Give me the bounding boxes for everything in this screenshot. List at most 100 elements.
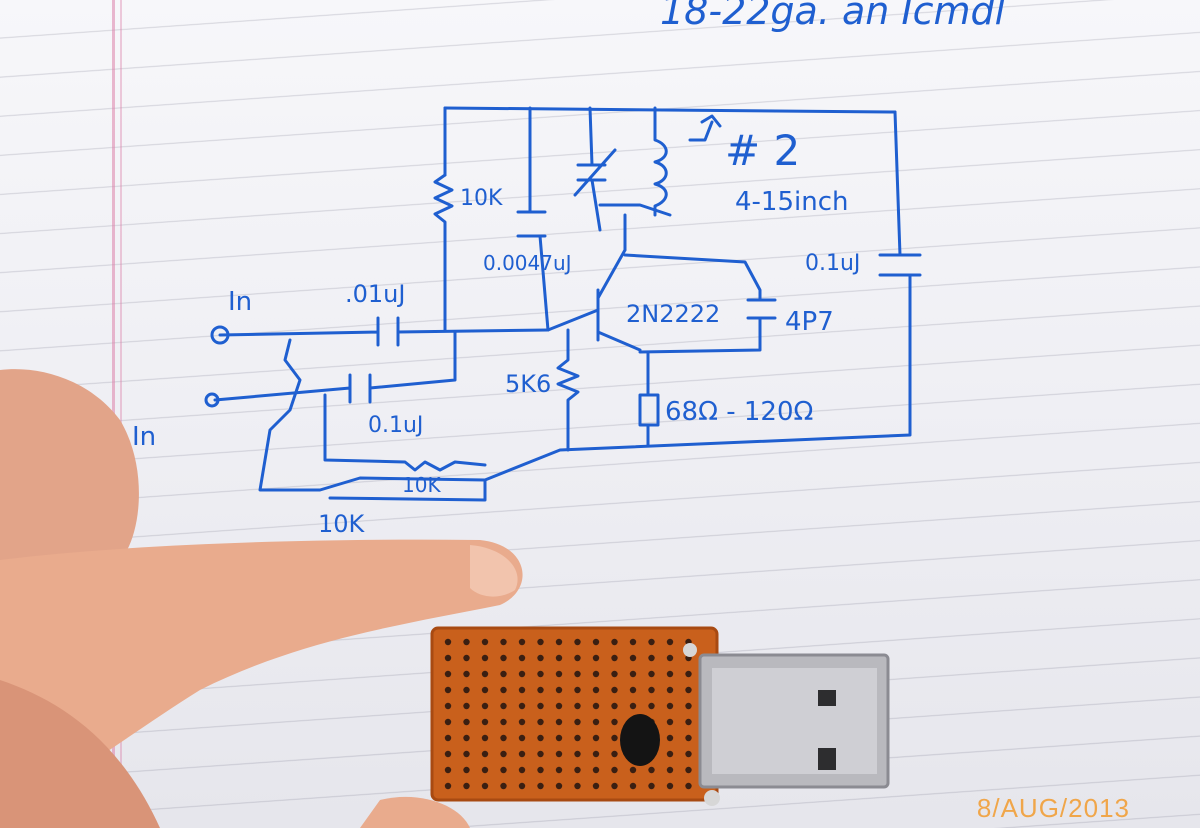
pcb-hole (444, 718, 452, 726)
coil-size-label: 4-15inch (735, 187, 848, 217)
res-mix-inner-label: 10K (402, 473, 441, 497)
pcb-hole (574, 686, 581, 694)
pcb-hole (444, 654, 452, 662)
pcb-hole (500, 782, 507, 790)
pcb-hole (592, 654, 600, 662)
pcb-hole (666, 686, 674, 694)
pcb-hole (592, 750, 600, 758)
pcb-hole (463, 638, 470, 646)
pcb-hole (574, 750, 581, 758)
pcb-hole (537, 638, 544, 646)
pcb-hole (518, 734, 526, 742)
pcb-hole (648, 670, 655, 678)
pcb-hole (592, 718, 600, 726)
pcb-hole (500, 670, 507, 678)
pcb-hole (555, 702, 563, 710)
input-bottom-label: In (132, 422, 156, 452)
pcb-hole (500, 766, 507, 774)
pcb-hole (611, 750, 618, 758)
pcb-hole (685, 782, 692, 790)
pcb-hole (574, 766, 581, 774)
pcb-hole (518, 702, 526, 710)
date-stamp: 8/AUG/2013 (976, 793, 1130, 823)
pcb-hole (481, 686, 489, 694)
pcb-hole (463, 670, 470, 678)
usb-connector (698, 653, 890, 789)
pcb-hole (463, 718, 470, 726)
pcb-hole (444, 686, 452, 694)
pcb-hole (611, 702, 618, 710)
pcb-hole (555, 766, 563, 774)
pcb-hole (574, 734, 581, 742)
pcb-hole (666, 734, 674, 742)
transistor-component (620, 714, 660, 766)
pcb-hole (463, 654, 470, 662)
pcb-hole (555, 718, 563, 726)
pcb-hole (629, 686, 637, 694)
pcb-hole (518, 782, 526, 790)
pcb-hole (629, 766, 637, 774)
pcb-hole (481, 670, 489, 678)
cap-bias-label: 0.0047uJ (483, 251, 572, 275)
pcb-hole (629, 782, 637, 790)
pcb-hole (481, 782, 489, 790)
pcb-hole (537, 734, 544, 742)
pcb-hole (666, 782, 674, 790)
pcb-hole (500, 750, 507, 758)
pcb-hole (592, 670, 600, 678)
pcb-hole (481, 718, 489, 726)
pcb-hole (666, 670, 674, 678)
pcb-hole (592, 766, 600, 774)
pcb-hole (555, 734, 563, 742)
pcb-hole (444, 734, 452, 742)
pcb-hole (537, 670, 544, 678)
paper-margin-line-2 (120, 0, 122, 828)
pcb-hole (574, 670, 581, 678)
input-top-label: In (228, 287, 252, 317)
pcb-hole (592, 686, 600, 694)
pcb-hole (444, 670, 452, 678)
pcb-hole (611, 766, 618, 774)
pcb-hole (685, 734, 692, 742)
pcb-hole (518, 686, 526, 694)
pcb-hole (611, 686, 618, 694)
pcb-hole (537, 654, 544, 662)
pcb-hole (592, 638, 600, 646)
pcb-hole (537, 686, 544, 694)
pcb-hole (555, 686, 563, 694)
pcb-hole (463, 734, 470, 742)
pcb-hole (629, 702, 637, 710)
pcb-hole (611, 654, 618, 662)
top-note: 18-22ga. an Icmdl (660, 0, 1006, 33)
pcb-hole (537, 766, 544, 774)
pcb-hole (444, 766, 452, 774)
pcb-hole (481, 750, 489, 758)
pcb-hole (537, 782, 544, 790)
pcb-hole (592, 702, 600, 710)
pcb-hole (648, 782, 655, 790)
pcb-hole (500, 686, 507, 694)
pcb-hole (666, 766, 674, 774)
schematic-diagram (204, 106, 922, 502)
pcb-hole (611, 782, 618, 790)
pcb-hole (481, 702, 489, 710)
pcb-hole (685, 702, 692, 710)
pcb-hole (444, 782, 452, 790)
pcb-hole (648, 654, 655, 662)
pcb-hole (518, 654, 526, 662)
pcb-hole (463, 782, 470, 790)
pcb-hole (685, 718, 692, 726)
pcb-hole (518, 718, 526, 726)
pcb-hole (500, 718, 507, 726)
pcb-hole (574, 718, 581, 726)
pcb-hole (685, 750, 692, 758)
pcb-hole (611, 734, 618, 742)
pcb-hole (481, 654, 489, 662)
pcb-hole (666, 638, 674, 646)
pcb-hole (648, 638, 655, 646)
pcb-hole (555, 654, 563, 662)
cap-feedback-label: 4P7 (785, 307, 834, 337)
pcb-hole (518, 766, 526, 774)
pcb-hole (555, 782, 563, 790)
pcb-hole (500, 734, 507, 742)
